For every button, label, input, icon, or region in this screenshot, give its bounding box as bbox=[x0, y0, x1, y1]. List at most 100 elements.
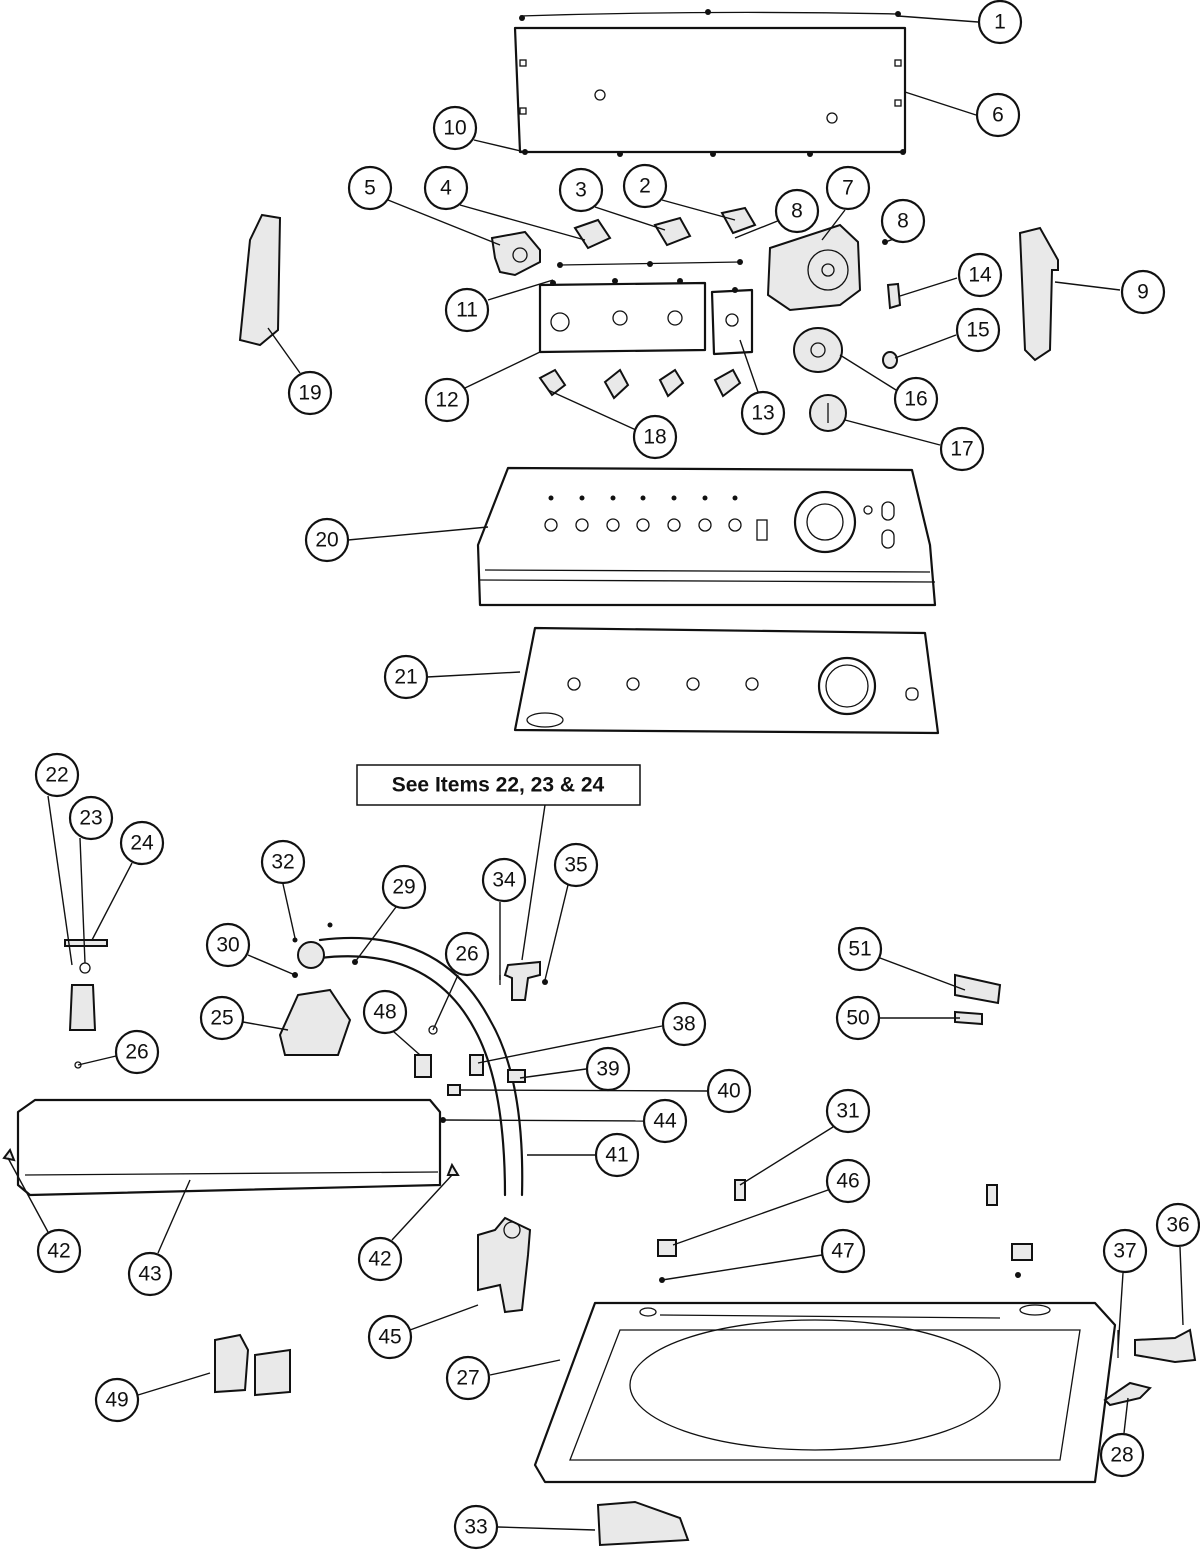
part-34-35 bbox=[499, 960, 548, 1001]
callout-10: 10 bbox=[432, 105, 526, 153]
callout-13: 13 bbox=[739, 339, 786, 436]
part-45-valve bbox=[477, 1216, 532, 1314]
callout-number: 37 bbox=[1113, 1240, 1136, 1263]
callout-37: 37 bbox=[1102, 1228, 1148, 1351]
callout-circle bbox=[622, 163, 668, 209]
callout-leader-line bbox=[897, 15, 979, 23]
callout-leader-line bbox=[477, 1025, 663, 1064]
callout-circle bbox=[594, 1132, 640, 1178]
callout-circle bbox=[432, 105, 478, 151]
callout-45: 45 bbox=[367, 1304, 479, 1360]
part-16-dial bbox=[793, 327, 843, 373]
callout-6: 6 bbox=[904, 91, 1021, 138]
callout-number: 1 bbox=[994, 11, 1006, 34]
callout-circle bbox=[837, 926, 883, 972]
callout-circle bbox=[1155, 1202, 1200, 1248]
callout-circle bbox=[558, 167, 604, 213]
callout-number: 24 bbox=[130, 832, 154, 855]
callout-circle bbox=[632, 414, 678, 460]
callout-circle bbox=[367, 1314, 413, 1360]
callout-number: 49 bbox=[105, 1389, 128, 1412]
callout-circle bbox=[740, 390, 786, 436]
callout-leader-line bbox=[899, 277, 958, 297]
callout-circle bbox=[347, 165, 393, 211]
callout-number: 12 bbox=[435, 389, 458, 412]
callout-leader-line bbox=[839, 354, 897, 391]
callout-circle bbox=[939, 426, 985, 472]
callout-circle bbox=[1120, 269, 1166, 315]
callout-number: 20 bbox=[315, 529, 338, 552]
callout-11: 11 bbox=[444, 279, 554, 333]
callout-38: 38 bbox=[477, 1001, 707, 1064]
callout-number: 42 bbox=[47, 1240, 70, 1263]
callout-leader-line bbox=[821, 209, 846, 241]
callout-circle bbox=[304, 517, 350, 563]
callout-circle bbox=[453, 1504, 499, 1550]
callout-36: 36 bbox=[1155, 1202, 1200, 1326]
callout-29: 29 bbox=[354, 864, 427, 963]
callout-number: 11 bbox=[456, 299, 478, 322]
callout-26: 26 bbox=[432, 931, 490, 1031]
part-13-bracket bbox=[710, 287, 754, 356]
parts-31-46-47 bbox=[657, 1179, 1033, 1283]
callout-circle bbox=[955, 307, 1001, 353]
callout-leader-line bbox=[137, 1372, 211, 1396]
callout-number: 21 bbox=[394, 666, 417, 689]
callout-33: 33 bbox=[453, 1504, 596, 1550]
callout-circle bbox=[893, 376, 939, 422]
callout-1: 1 bbox=[897, 0, 1023, 45]
part-20-console bbox=[476, 466, 937, 607]
small-parts bbox=[74, 1025, 526, 1123]
callout-46: 46 bbox=[672, 1158, 871, 1246]
callout-number: 35 bbox=[564, 854, 587, 877]
callout-number: 23 bbox=[79, 807, 102, 830]
callout-number: 51 bbox=[848, 938, 871, 961]
part-19-left-end-cap bbox=[238, 213, 282, 347]
callout-leader-line bbox=[739, 339, 759, 393]
part-33-cup bbox=[596, 1500, 690, 1547]
callout-49: 49 bbox=[94, 1372, 211, 1423]
callout-leader-line bbox=[442, 1119, 644, 1122]
callout-leader-line bbox=[91, 862, 133, 941]
callout-number: 27 bbox=[456, 1367, 479, 1390]
callout-leader-line bbox=[247, 954, 296, 976]
callout-circle bbox=[260, 839, 306, 885]
callout-number: 38 bbox=[672, 1013, 695, 1036]
callout-leader-line bbox=[844, 419, 941, 446]
callout-leader-line bbox=[432, 974, 459, 1031]
callout-circle bbox=[199, 995, 245, 1041]
callout-circle bbox=[481, 857, 527, 903]
callout-leader-line bbox=[391, 1174, 453, 1241]
callout-leader-line bbox=[473, 139, 526, 153]
callout-50: 50 bbox=[835, 995, 960, 1041]
callout-number: 31 bbox=[836, 1100, 859, 1123]
callout-number: 33 bbox=[464, 1516, 487, 1539]
callout-47: 47 bbox=[661, 1228, 866, 1281]
callout-number: 2 bbox=[639, 175, 651, 198]
callout-42: 42 bbox=[7, 1157, 82, 1274]
callout-leader-line bbox=[879, 957, 966, 991]
part-27-top-cover bbox=[533, 1301, 1117, 1484]
callout-number: 16 bbox=[904, 388, 927, 411]
callout-22: 22 bbox=[34, 752, 80, 966]
callout-leader-line bbox=[464, 351, 541, 389]
callout-circle bbox=[94, 1377, 140, 1423]
callout-number: 25 bbox=[210, 1007, 233, 1030]
callout-number: 43 bbox=[138, 1263, 161, 1286]
callout-circle bbox=[423, 165, 469, 211]
callout-number: 29 bbox=[392, 876, 415, 899]
callout-number: 26 bbox=[125, 1041, 148, 1064]
callout-leader-line bbox=[904, 91, 977, 116]
callout-circle bbox=[957, 252, 1003, 298]
callout-leader-line bbox=[1054, 281, 1121, 291]
callout-number: 44 bbox=[653, 1110, 677, 1133]
callout-leader-line bbox=[347, 526, 489, 541]
rod-8 bbox=[557, 239, 888, 268]
callout-3: 3 bbox=[558, 167, 666, 231]
callout-circle bbox=[119, 820, 165, 866]
callout-leader-line bbox=[426, 671, 521, 678]
callout-leader-line bbox=[409, 1304, 479, 1331]
callout-leader-line bbox=[7, 1157, 49, 1233]
callout-circle bbox=[642, 1098, 688, 1144]
callout-number: 22 bbox=[45, 764, 68, 787]
